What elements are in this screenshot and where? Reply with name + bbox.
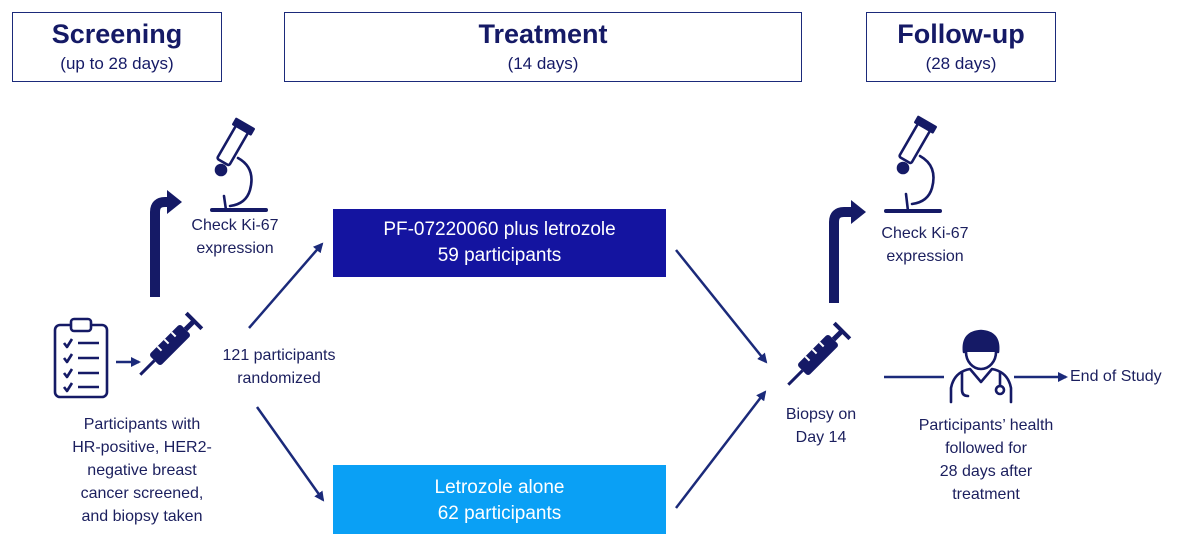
health-line: treatment [952, 486, 1020, 503]
bent-arrow-right [829, 200, 866, 303]
biopsy-line1: Biopsy on [785, 406, 857, 423]
randomized-label: 121 participants randomized [204, 344, 354, 390]
randomized-line2: randomized [237, 370, 321, 387]
check-ki67-right-line1: Check Ki-67 [881, 225, 969, 242]
syringe-icon [139, 311, 204, 376]
arm-combination-count: 59 participants [437, 245, 562, 266]
arm-letrozole-alone-name: Letrozole alone [434, 477, 565, 498]
syringe-icon [787, 321, 852, 386]
participants-line: Participants with [83, 416, 201, 433]
participants-line: cancer screened, [80, 485, 204, 502]
doctor-icon [949, 329, 1013, 404]
biopsy-line2: Day 14 [795, 429, 847, 446]
phase-screening-title: Screening [51, 19, 183, 49]
randomized-line1: 121 participants [222, 347, 336, 364]
participants-line: HR-positive, HER2- [72, 439, 212, 456]
phase-treatment-title: Treatment [478, 19, 608, 49]
phase-treatment: Treatment (14 days) [284, 12, 802, 82]
arm-combination: PF-07220060 plus letrozole 59 participan… [333, 209, 666, 277]
phase-screening-subtitle: (up to 28 days) [60, 54, 174, 73]
check-ki67-right-label: Check Ki-67 expression [858, 222, 992, 268]
participants-line: negative breast [87, 462, 197, 479]
arrow-letrozole-to-biopsy [675, 390, 767, 509]
arrow-combination-to-biopsy [675, 249, 768, 364]
arm-letrozole-alone: Letrozole alone 62 participants [333, 465, 666, 534]
arrow-to-letrozole-arm [255, 406, 325, 502]
microscope-icon [884, 115, 942, 213]
phase-followup-subtitle: (28 days) [925, 54, 997, 73]
health-line: Participants’ health [918, 417, 1054, 434]
phase-followup: Follow-up (28 days) [866, 12, 1056, 82]
phase-treatment-subtitle: (14 days) [507, 54, 579, 73]
check-ki67-left-line2: expression [196, 240, 274, 257]
arm-letrozole-alone-count: 62 participants [437, 503, 562, 524]
arrow-to-combination-arm [248, 242, 324, 329]
health-line: 28 days after [939, 463, 1033, 480]
health-line: followed for [945, 440, 1027, 457]
check-ki67-left-label: Check Ki-67 expression [168, 214, 302, 260]
bent-arrow-left [150, 190, 182, 297]
phase-screening: Screening (up to 28 days) [12, 12, 222, 82]
end-of-study-label: End of Study [1070, 365, 1194, 388]
phase-followup-title: Follow-up [897, 19, 1025, 49]
end-of-study-text: End of Study [1070, 368, 1162, 385]
microscope-icon [210, 117, 268, 212]
participants-line: and biopsy taken [81, 508, 203, 525]
arm-combination-name: PF-07220060 plus letrozole [383, 219, 616, 240]
participants-label: Participants with HR-positive, HER2- neg… [52, 413, 232, 528]
check-ki67-left-line1: Check Ki-67 [191, 217, 279, 234]
clipboard-icon [53, 317, 109, 399]
check-ki67-right-line2: expression [886, 248, 964, 265]
biopsy-label: Biopsy on Day 14 [766, 403, 876, 449]
health-follow-label: Participants’ health followed for 28 day… [896, 414, 1076, 506]
